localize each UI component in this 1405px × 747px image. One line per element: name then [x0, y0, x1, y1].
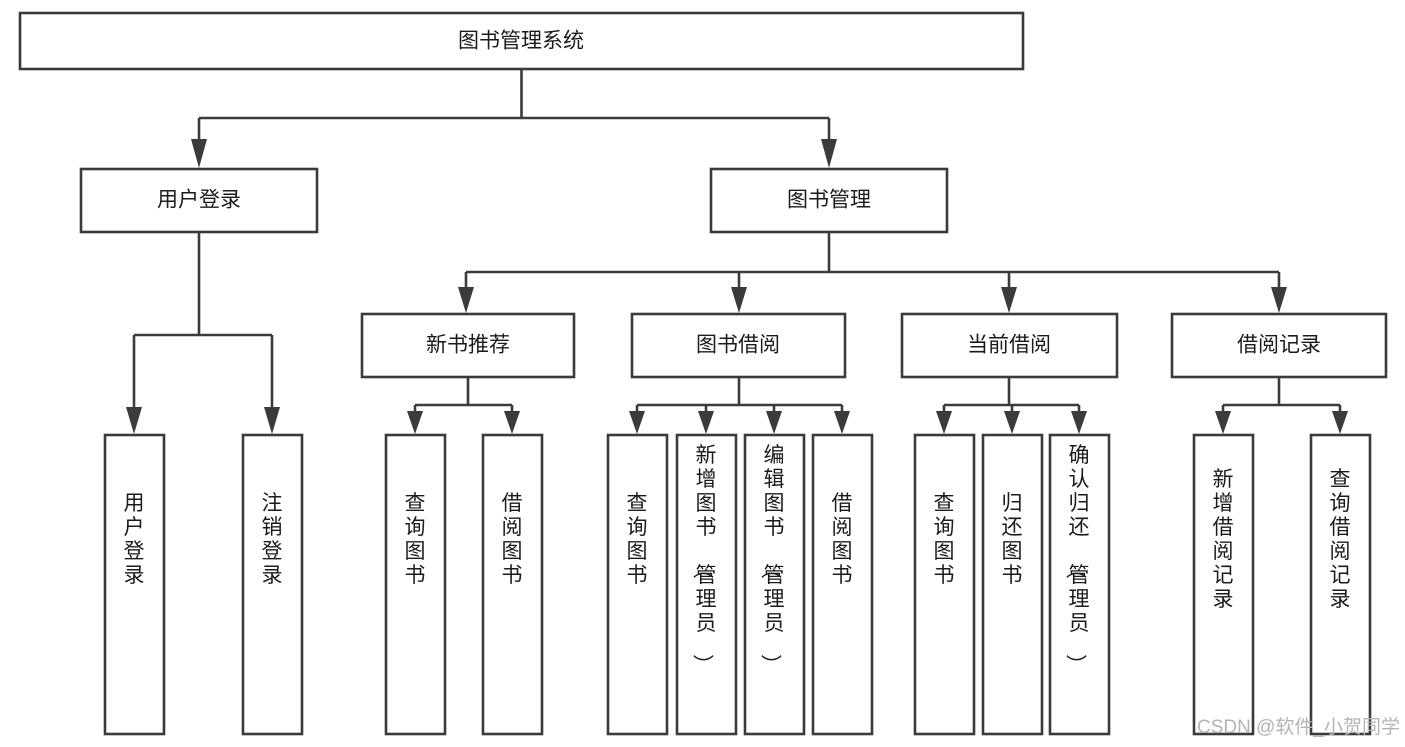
- node-leaf-return-book-box[interactable]: [981, 433, 1044, 736]
- arrow-head-leaf-query-book-2: [629, 411, 645, 434]
- arrow-head-borrow-record: [1271, 287, 1287, 313]
- arrow-head-leaf-query-book-3: [936, 411, 952, 434]
- node-leaf-logout-login-label: 注销登录: [262, 492, 283, 587]
- node-book-borrow[interactable]: 图书借阅: [630, 312, 847, 379]
- node-leaf-logout-login[interactable]: 注销登录: [241, 433, 304, 736]
- node-leaf-query-book-2-label: 查询图书: [627, 492, 648, 587]
- node-leaf-add-book-label: 新增图书（管理员）: [691, 444, 717, 675]
- node-book-management-box[interactable]: [709, 167, 949, 234]
- node-leaf-query-book-1[interactable]: 查询图书: [384, 433, 447, 736]
- node-root-box[interactable]: [18, 11, 1025, 71]
- node-leaf-logout-login-box[interactable]: [241, 433, 304, 736]
- node-borrow-record-label: 借阅记录: [1237, 334, 1321, 357]
- connector-group-root: [191, 69, 837, 168]
- arrow-head-current-borrow: [1001, 287, 1017, 313]
- node-leaf-query-book-3-box[interactable]: [913, 433, 976, 736]
- node-new-book-recommend-label: 新书推荐: [426, 334, 510, 357]
- arrow-head-leaf-return-book: [1004, 411, 1020, 434]
- connector-group-book-borrow: [629, 377, 850, 434]
- node-leaf-return-book-label: 归还图书: [1002, 492, 1023, 587]
- arrow-head-leaf-edit-book: [766, 411, 782, 434]
- node-new-book-recommend-box[interactable]: [360, 312, 576, 379]
- node-user-login-box[interactable]: [79, 167, 319, 234]
- node-leaf-query-book-2[interactable]: 查询图书: [606, 433, 669, 736]
- node-leaf-borrow-book-1-box[interactable]: [481, 433, 544, 736]
- node-leaf-add-borrow-record[interactable]: 新增借阅记录: [1192, 433, 1255, 736]
- node-root[interactable]: 图书管理系统: [18, 11, 1025, 71]
- node-borrow-record-box[interactable]: [1170, 312, 1388, 379]
- connector-group-current-borrow: [936, 377, 1087, 434]
- arrow-head-new-book-recommend: [458, 287, 474, 313]
- connector-group-user-login: [126, 232, 280, 434]
- node-root-label: 图书管理系统: [458, 30, 584, 53]
- node-leaf-user-login-label: 用户登录: [124, 492, 145, 587]
- node-book-borrow-box[interactable]: [630, 312, 847, 379]
- node-leaf-add-borrow-record-box[interactable]: [1192, 433, 1255, 736]
- node-book-borrow-label: 图书借阅: [696, 334, 780, 357]
- node-book-management[interactable]: 图书管理: [709, 167, 949, 234]
- node-leaf-edit-book[interactable]: 编辑图书（管理员）: [743, 433, 806, 736]
- node-leaf-edit-book-label: 编辑图书（管理员）: [759, 444, 785, 675]
- node-leaf-borrow-book-1[interactable]: 借阅图书: [481, 433, 544, 736]
- arrow-head-book-borrow: [731, 287, 747, 313]
- connector-group-new-book-recommend: [407, 377, 520, 434]
- arrow-head-leaf-add-borrow-record: [1215, 411, 1231, 434]
- arrow-head-leaf-add-book: [698, 411, 714, 434]
- arrow-head-leaf-logout-login: [264, 407, 280, 434]
- node-leaf-query-book-1-label: 查询图书: [405, 492, 426, 587]
- node-leaf-edit-book-box[interactable]: [743, 433, 806, 736]
- node-leaf-return-book[interactable]: 归还图书: [981, 433, 1044, 736]
- node-leaf-add-borrow-record-label: 新增借阅记录: [1213, 468, 1234, 611]
- node-borrow-record[interactable]: 借阅记录: [1170, 312, 1388, 379]
- arrow-head-leaf-user-login: [126, 407, 142, 434]
- node-leaf-query-borrow-record[interactable]: 查询借阅记录: [1309, 433, 1372, 736]
- node-leaf-add-book[interactable]: 新增图书（管理员）: [675, 433, 738, 736]
- arrow-head-leaf-borrow-book-1: [504, 411, 520, 434]
- node-new-book-recommend[interactable]: 新书推荐: [360, 312, 576, 379]
- connector-group-book-management: [458, 232, 1287, 313]
- node-book-management-label: 图书管理: [787, 189, 871, 212]
- node-leaf-confirm-return-box[interactable]: [1048, 433, 1111, 736]
- node-current-borrow-label: 当前借阅: [967, 334, 1051, 357]
- node-leaf-confirm-return[interactable]: 确认归还（管理员）: [1048, 433, 1111, 736]
- connector-group-borrow-record: [1215, 377, 1348, 434]
- arrow-head-user-login: [191, 139, 207, 168]
- node-leaf-confirm-return-label: 确认归还（管理员）: [1064, 444, 1090, 675]
- node-current-borrow[interactable]: 当前借阅: [900, 312, 1119, 379]
- node-leaf-query-borrow-record-box[interactable]: [1309, 433, 1372, 736]
- node-leaf-query-book-1-box[interactable]: [384, 433, 447, 736]
- node-leaf-query-book-2-box[interactable]: [606, 433, 669, 736]
- arrow-head-leaf-borrow-book-2: [834, 411, 850, 434]
- node-leaf-user-login-box[interactable]: [103, 433, 166, 736]
- node-current-borrow-box[interactable]: [900, 312, 1119, 379]
- node-user-login-label: 用户登录: [157, 189, 241, 212]
- node-leaf-borrow-book-2[interactable]: 借阅图书: [811, 433, 874, 736]
- arrow-head-leaf-confirm-return: [1071, 411, 1087, 434]
- node-leaf-borrow-book-2-box[interactable]: [811, 433, 874, 736]
- node-leaf-user-login[interactable]: 用户登录: [103, 433, 166, 736]
- arrow-head-book-management: [821, 139, 837, 168]
- node-leaf-query-borrow-record-label: 查询借阅记录: [1330, 468, 1351, 611]
- node-leaf-query-book-3-label: 查询图书: [934, 492, 955, 587]
- csdn-watermark: CSDN @软件_小贺同学: [1197, 716, 1400, 738]
- node-user-login[interactable]: 用户登录: [79, 167, 319, 234]
- arrow-head-leaf-query-borrow-record: [1332, 411, 1348, 434]
- node-leaf-borrow-book-2-label: 借阅图书: [832, 492, 853, 587]
- node-leaf-query-book-3[interactable]: 查询图书: [913, 433, 976, 736]
- arrow-head-leaf-query-book-1: [407, 411, 423, 434]
- node-leaf-add-book-box[interactable]: [675, 433, 738, 736]
- node-leaf-borrow-book-1-label: 借阅图书: [502, 492, 523, 587]
